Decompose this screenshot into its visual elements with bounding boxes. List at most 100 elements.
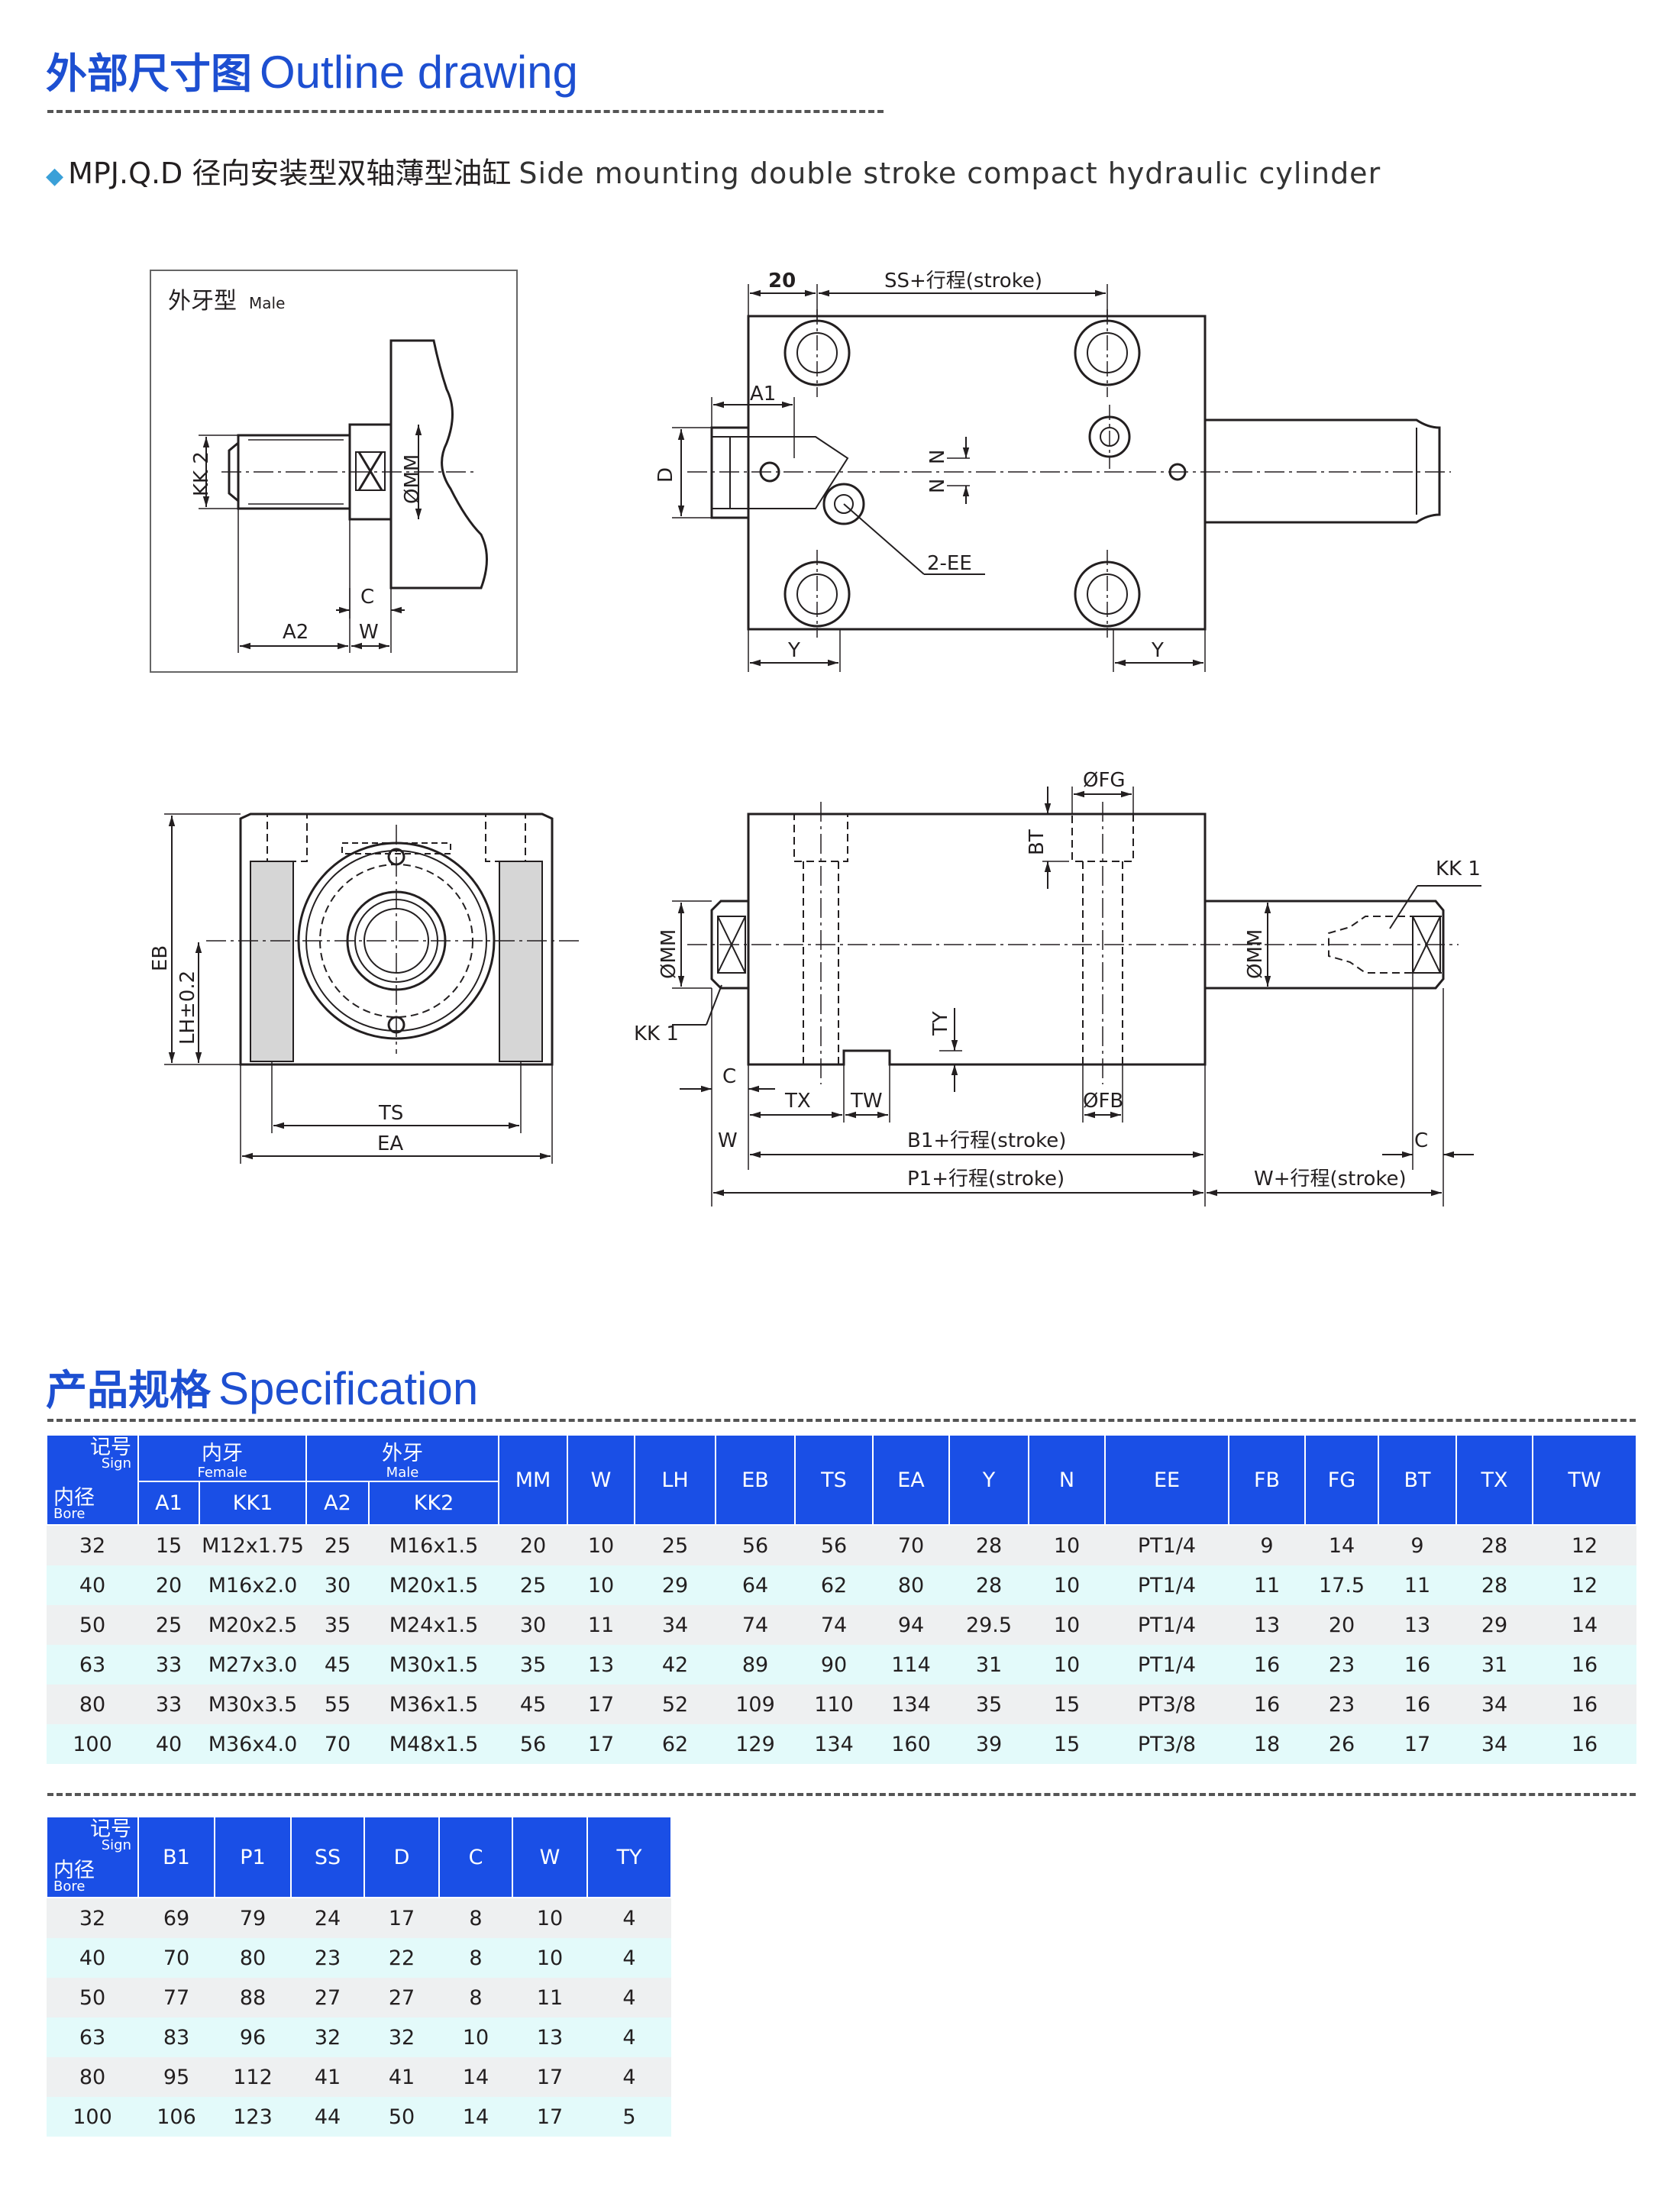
label-w-stroke: W+行程(stroke) [1254, 1168, 1407, 1190]
end-view [164, 812, 580, 1164]
sub-col-header: KK2 [368, 1481, 499, 1526]
table-cell: 95 [138, 2057, 215, 2097]
table-cell: PT1/4 [1105, 1565, 1229, 1605]
table-cell: 62 [635, 1724, 716, 1764]
top-view [672, 284, 1451, 672]
table-cell: 12 [1533, 1565, 1636, 1605]
col-header: TY [586, 1816, 672, 1898]
col-header: TW [1532, 1434, 1637, 1526]
label-mm-inset: ØMM [401, 454, 424, 504]
table-cell: 16 [1229, 1645, 1305, 1685]
table-cell: 8 [439, 1978, 512, 2017]
col-header: FG [1304, 1434, 1379, 1526]
label-eb: EB [149, 945, 172, 971]
table-cell: 90 [795, 1645, 873, 1685]
table-cell: 29 [1456, 1605, 1533, 1645]
table-cell: 40 [47, 1565, 138, 1605]
label-fg: ØFG [1083, 769, 1126, 792]
label-y-left: Y [787, 639, 800, 662]
col-header: MM [498, 1434, 568, 1526]
table-cell: 16 [1533, 1724, 1636, 1764]
table-cell: 10 [1029, 1605, 1105, 1645]
table-cell: 4 [587, 2057, 671, 2097]
label-fb: ØFB [1083, 1090, 1123, 1113]
label-ty: TY [929, 1011, 952, 1036]
label-ss-stroke: SS+行程(stroke) [884, 270, 1042, 292]
outline-divider [47, 110, 884, 113]
spec-title-en: Specification [218, 1363, 479, 1414]
table-cell: 28 [949, 1565, 1029, 1605]
table-cell: 17 [512, 2057, 587, 2097]
table-cell: 134 [873, 1685, 949, 1724]
table-cell: 25 [635, 1525, 716, 1565]
table-cell: 11 [1229, 1565, 1305, 1605]
table-cell: 64 [716, 1565, 795, 1605]
table-cell: 74 [716, 1605, 795, 1645]
table-cell: 88 [215, 1978, 291, 2017]
table-cell: 16 [1378, 1685, 1456, 1724]
table-cell: 31 [949, 1645, 1029, 1685]
table-cell: 28 [949, 1525, 1029, 1565]
table-cell: 15 [1029, 1685, 1105, 1724]
table-cell: 45 [499, 1685, 567, 1724]
table-cell: M48x1.5 [369, 1724, 499, 1764]
table-cell: 44 [291, 2097, 364, 2137]
table-cell: 34 [1456, 1685, 1533, 1724]
label-c-right: C [1414, 1129, 1428, 1152]
col-header: D [363, 1816, 440, 1898]
table-cell: 27 [364, 1978, 439, 2017]
table-cell: 25 [306, 1525, 369, 1565]
table-cell: 4 [587, 2017, 671, 2057]
table-cell: 17 [1378, 1724, 1456, 1764]
table-cell: 23 [1305, 1685, 1378, 1724]
table-cell: 80 [873, 1565, 949, 1605]
table-cell: 27 [291, 1978, 364, 2017]
table-cell: 30 [306, 1565, 369, 1605]
table-cell: 100 [47, 1724, 138, 1764]
table-cell: 123 [215, 2097, 291, 2137]
table-cell: 63 [47, 2017, 138, 2057]
table-cell: M12x1.75 [199, 1525, 306, 1565]
table-cell: 13 [567, 1645, 635, 1685]
table-cell: 96 [215, 2017, 291, 2057]
table-cell: 35 [306, 1605, 369, 1645]
table-cell: 41 [364, 2057, 439, 2097]
table-cell: M24x1.5 [369, 1605, 499, 1645]
table-cell: 20 [499, 1525, 567, 1565]
col-header: BT [1378, 1434, 1457, 1526]
spec-title-cn: 产品规格 [46, 1368, 211, 1413]
table-cell: 20 [1305, 1605, 1378, 1645]
table-cell: 83 [138, 2017, 215, 2057]
female-cn: 内牙 [202, 1442, 243, 1466]
table-cell: 32 [364, 2017, 439, 2057]
label-bt: BT [1026, 829, 1048, 855]
diamond-bullet-icon: ◆ [46, 163, 64, 189]
label-lh: LH±0.2 [176, 971, 199, 1045]
corner-bore-cn: 内径 [53, 1486, 95, 1510]
table-cell: 18 [1229, 1724, 1305, 1764]
table-cell: 94 [873, 1605, 949, 1645]
table-cell: 40 [138, 1724, 199, 1764]
table-cell: 12 [1533, 1525, 1636, 1565]
table-cell: 40 [47, 1938, 138, 1978]
table-cell: 10 [567, 1565, 635, 1605]
label-y-right: Y [1151, 639, 1164, 662]
table-cell: 160 [873, 1724, 949, 1764]
male-thread-inset [150, 270, 518, 673]
table-cell: M20x2.5 [199, 1605, 306, 1645]
table-cell: 17 [512, 2097, 587, 2137]
table-cell: 4 [587, 1978, 671, 2017]
spec-divider [47, 1419, 1636, 1422]
table-cell: 70 [306, 1724, 369, 1764]
table-cell: 129 [716, 1724, 795, 1764]
outline-drawing: 外牙型 Male KK 2 ØMM C W A2 20 SS+行程(stroke… [149, 270, 1481, 1207]
table-cell: 14 [1533, 1605, 1636, 1645]
